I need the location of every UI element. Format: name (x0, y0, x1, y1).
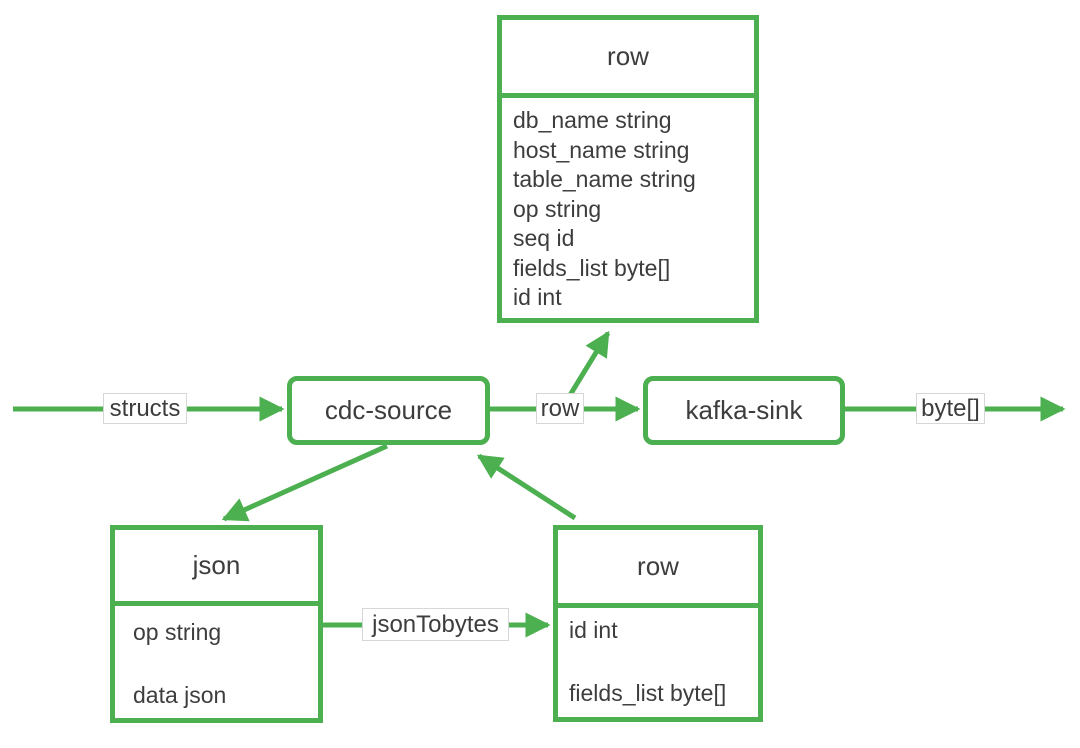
class-box-row-bottom: row id int fields_list byte[] (553, 525, 763, 722)
edge-label-structs: structs (103, 393, 187, 424)
class-fields: op string data json (115, 606, 318, 743)
arrow-row-label-to-row-top (564, 330, 611, 402)
arrow-row-bottom-to-cdc-source (476, 453, 577, 521)
field: seq id (513, 225, 575, 251)
field: host_name string (513, 136, 690, 163)
field: op string (513, 195, 602, 222)
class-box-row-top: row db_name string host_name string tabl… (497, 15, 759, 323)
node-kafka-sink: kafka-sink (643, 376, 845, 445)
arrow-cdc-source-to-json (221, 443, 389, 522)
field: id int (569, 617, 618, 643)
field: id int (513, 284, 562, 310)
class-title: row (558, 530, 758, 608)
field: db_name string (513, 107, 672, 133)
class-title: row (502, 20, 754, 98)
field: fields_list byte[] (513, 254, 671, 281)
edge-label-byte-array: byte[] (916, 393, 985, 424)
node-label: cdc-source (324, 395, 453, 425)
node-cdc-source: cdc-source (287, 376, 490, 445)
node-label: kafka-sink (685, 395, 803, 425)
class-fields: id int fields_list byte[] (558, 608, 758, 741)
field: fields_list byte[] (569, 679, 727, 706)
field: table_name string (513, 166, 696, 192)
field: data json (133, 681, 227, 708)
edge-label-json-to-bytes: jsonTobytes (362, 608, 509, 641)
class-fields: db_name string host_name string table_na… (502, 98, 754, 313)
field: op string (133, 619, 222, 645)
edge-label-row: row (536, 393, 584, 424)
class-box-json: json op string data json (110, 525, 323, 723)
class-title: json (115, 530, 318, 606)
